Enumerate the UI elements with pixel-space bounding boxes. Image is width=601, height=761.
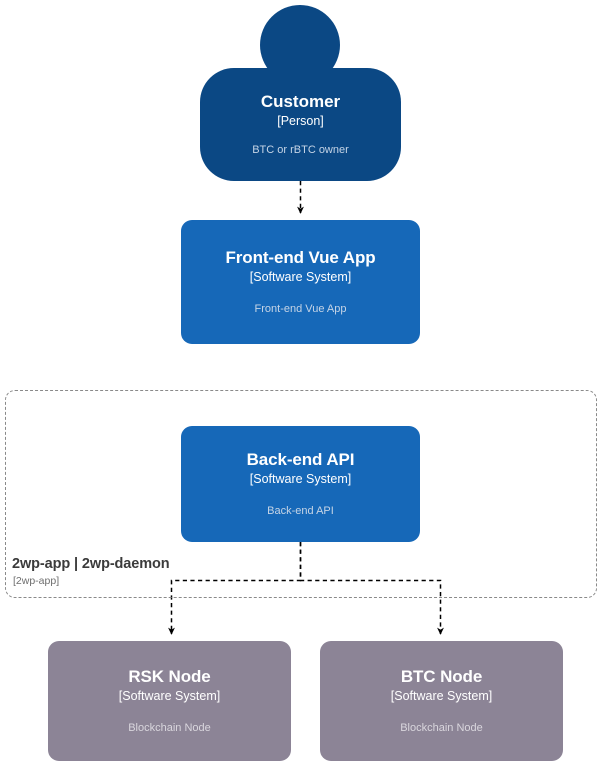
node-title: Back-end API: [246, 449, 355, 469]
node-type: [Software System]: [390, 688, 493, 703]
node-type: [Software System]: [249, 269, 352, 284]
boundary-2wp-app: [5, 390, 597, 598]
person-body: Customer [Person] BTC or rBTC owner: [200, 68, 401, 181]
node-type: [Person]: [277, 113, 324, 128]
node-description: Blockchain Node: [128, 721, 211, 734]
node-title: Front-end Vue App: [225, 247, 376, 267]
boundary-sublabel: [2wp-app]: [13, 575, 60, 587]
node-description: Blockchain Node: [400, 721, 483, 734]
node-frontend-vue-app[interactable]: Front-end Vue App [Software System] Fron…: [181, 220, 420, 344]
node-customer[interactable]: Customer [Person] BTC or rBTC owner: [0, 0, 601, 182]
node-description: Back-end API: [267, 504, 334, 517]
node-type: [Software System]: [249, 471, 352, 486]
node-title: RSK Node: [128, 666, 211, 686]
node-title: BTC Node: [400, 666, 483, 686]
node-rsk-node[interactable]: RSK Node [Software System] Blockchain No…: [48, 641, 291, 761]
node-btc-node[interactable]: BTC Node [Software System] Blockchain No…: [320, 641, 563, 761]
node-description: BTC or rBTC owner: [252, 143, 349, 156]
node-backend-api[interactable]: Back-end API [Software System] Back-end …: [181, 426, 420, 542]
node-description: Front-end Vue App: [254, 302, 347, 315]
node-type: [Software System]: [118, 688, 221, 703]
node-title: Customer: [260, 91, 341, 111]
boundary-label: 2wp-app | 2wp-daemon: [12, 556, 170, 572]
